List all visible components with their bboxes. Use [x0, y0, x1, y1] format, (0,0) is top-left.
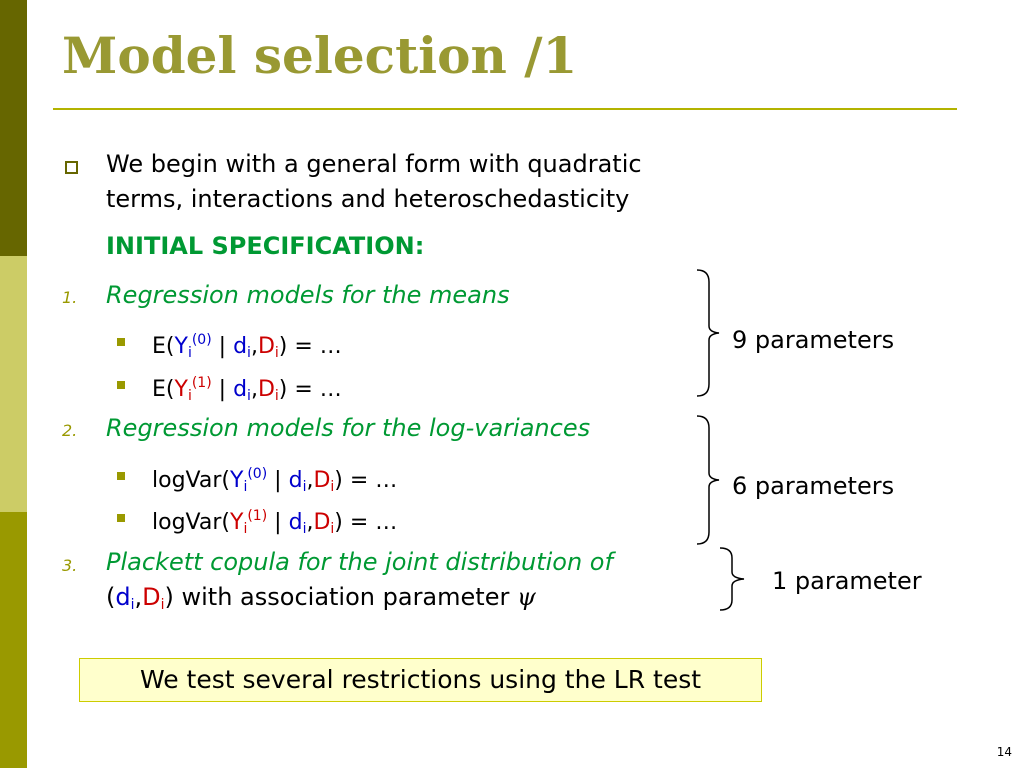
formula-logvar-1: logVar(Yi(1) | di,Di) = … — [152, 508, 398, 537]
right-brace-icon — [719, 547, 745, 611]
side-bar-top — [0, 0, 27, 256]
side-bar-middle — [0, 256, 27, 512]
filled-square-bullet-icon — [117, 514, 125, 522]
item-heading-means: Regression models for the means — [106, 281, 510, 309]
item-heading-log-variances: Regression models for the log-variances — [106, 414, 591, 442]
right-brace-icon — [696, 415, 720, 545]
page-number: 14 — [996, 745, 1012, 759]
conclusion-box: We test several restrictions using the L… — [79, 658, 762, 702]
formula-mean-1: E(Yi(1) | di,Di) = … — [152, 375, 342, 404]
title-divider — [53, 108, 957, 110]
bullet-line-2: terms, interactions and heteroschedastic… — [106, 185, 630, 213]
formula-logvar-0: logVar(Yi(0) | di,Di) = … — [152, 466, 398, 495]
filled-square-bullet-icon — [117, 338, 125, 346]
item-heading-copula: Plackett copula for the joint distributi… — [106, 548, 613, 576]
filled-square-bullet-icon — [117, 381, 125, 389]
item-number: 2. — [62, 421, 78, 440]
params-label-log-variances: 6 parameters — [732, 472, 895, 500]
item-number: 3. — [62, 556, 78, 575]
params-label-means: 9 parameters — [732, 326, 895, 354]
psi-symbol: ψ — [516, 583, 536, 611]
square-bullet-icon — [65, 161, 78, 174]
initial-specification-heading: INITIAL SPECIFICATION: — [106, 232, 425, 260]
right-brace-icon — [696, 269, 720, 397]
side-bar-bottom — [0, 512, 27, 768]
conclusion-text: We test several restrictions using the L… — [139, 665, 702, 694]
formula-mean-0: E(Yi(0) | di,Di) = … — [152, 332, 342, 361]
copula-association-line: (di,Di) with association parameter ψ — [106, 583, 536, 613]
filled-square-bullet-icon — [117, 472, 125, 480]
params-label-copula: 1 parameter — [772, 567, 922, 595]
item-number: 1. — [62, 288, 78, 307]
bullet-line-1: We begin with a general form with quadra… — [106, 150, 642, 178]
slide-title: Model selection /1 — [62, 26, 578, 85]
